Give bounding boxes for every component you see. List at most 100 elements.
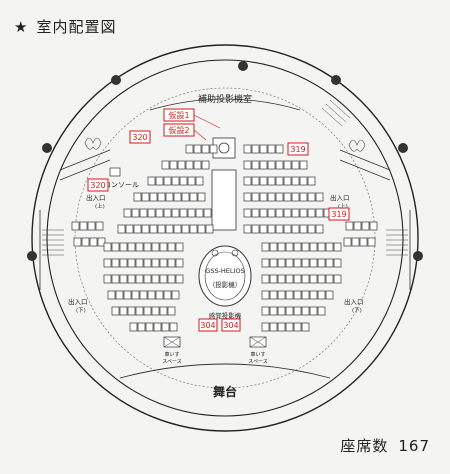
seat	[179, 208, 188, 218]
seat	[243, 144, 252, 154]
seat	[167, 274, 176, 284]
seat	[369, 221, 378, 231]
seat	[197, 224, 206, 234]
seat	[201, 160, 210, 170]
seat	[283, 192, 292, 202]
seat	[139, 208, 148, 218]
seat	[187, 208, 196, 218]
svg-text:スペース: スペース	[162, 359, 181, 365]
seat	[111, 242, 120, 252]
seat	[111, 274, 120, 284]
entrance-upper-right: 出入口	[330, 193, 350, 202]
seat	[169, 160, 178, 170]
dome-line	[74, 87, 376, 389]
seat	[277, 242, 286, 252]
seat	[181, 192, 190, 202]
seat	[103, 242, 112, 252]
seat	[181, 224, 190, 234]
seat	[135, 258, 144, 268]
entrance-upper-left: 出入口	[86, 193, 106, 202]
seat	[275, 176, 284, 186]
seat	[147, 290, 156, 300]
seat	[267, 144, 276, 154]
label-304-right: 304	[223, 321, 238, 330]
seat	[251, 160, 260, 170]
plants	[84, 137, 366, 152]
seat	[147, 176, 156, 186]
seat	[307, 192, 316, 202]
seat	[301, 274, 310, 284]
label-320-left: 320	[90, 181, 105, 190]
seat	[275, 144, 284, 154]
seat	[197, 192, 206, 202]
seat	[283, 224, 292, 234]
seat	[307, 208, 316, 218]
projector: GSS-HELIOS （投影機） 感覚投影機	[198, 245, 252, 320]
seat	[143, 242, 152, 252]
seat	[89, 237, 98, 247]
seat	[149, 224, 158, 234]
seat	[243, 224, 252, 234]
seat	[261, 290, 270, 300]
seat	[285, 258, 294, 268]
seat	[243, 176, 252, 186]
seat	[251, 192, 260, 202]
seat	[127, 242, 136, 252]
seat	[177, 160, 186, 170]
seat	[205, 224, 214, 234]
seat	[275, 160, 284, 170]
seat	[159, 306, 168, 316]
seat	[193, 160, 202, 170]
seat	[143, 258, 152, 268]
seat	[277, 290, 286, 300]
entrance-lower-left: 出入口	[68, 297, 88, 306]
sensor-projector-label: 感覚投影機	[209, 311, 242, 320]
seat	[283, 176, 292, 186]
seat	[209, 144, 218, 154]
wheelchair-space-right-label: 車いす	[250, 351, 265, 358]
seat	[267, 224, 276, 234]
seat	[111, 306, 120, 316]
seat	[283, 160, 292, 170]
seat	[151, 306, 160, 316]
seat	[243, 208, 252, 218]
seat	[293, 274, 302, 284]
seat	[285, 290, 294, 300]
seat	[79, 221, 88, 231]
stage-edge	[119, 363, 331, 379]
seat	[277, 274, 286, 284]
seat	[153, 322, 162, 332]
wheelchair-space-left-label: 車いす	[164, 351, 179, 358]
seat	[185, 160, 194, 170]
seat	[315, 208, 324, 218]
seat	[147, 208, 156, 218]
seat	[201, 144, 210, 154]
wheelchair-spaces: 車いす スペース 車いす スペース	[162, 336, 268, 365]
seat	[317, 258, 326, 268]
title-text: 室内配置図	[36, 18, 117, 36]
seat	[301, 242, 310, 252]
entrance-lower-right: 出入口	[344, 297, 364, 306]
seat-rows	[71, 144, 378, 332]
seat	[269, 258, 278, 268]
svg-text:(下): (下)	[352, 307, 362, 314]
seat	[251, 208, 260, 218]
seat	[251, 144, 260, 154]
star-marker: ★	[14, 18, 29, 36]
red-labels: 仮設1 仮設2 320 320 319 319 304 304	[87, 108, 350, 332]
seat	[127, 306, 136, 316]
outer-wall	[31, 44, 419, 432]
seat	[171, 176, 180, 186]
seat	[269, 242, 278, 252]
seat	[157, 192, 166, 202]
seat	[293, 322, 302, 332]
seat	[71, 221, 80, 231]
seat	[285, 322, 294, 332]
seat	[261, 306, 270, 316]
entrances: 出入口 (上) 出入口 (上) 出入口 (下) 出入口 (下)	[68, 193, 364, 314]
seat	[293, 290, 302, 300]
stairs	[42, 99, 408, 256]
seat	[155, 208, 164, 218]
aux-room: 補助投影機室	[149, 93, 301, 231]
stage-label: 舞台	[212, 384, 237, 399]
